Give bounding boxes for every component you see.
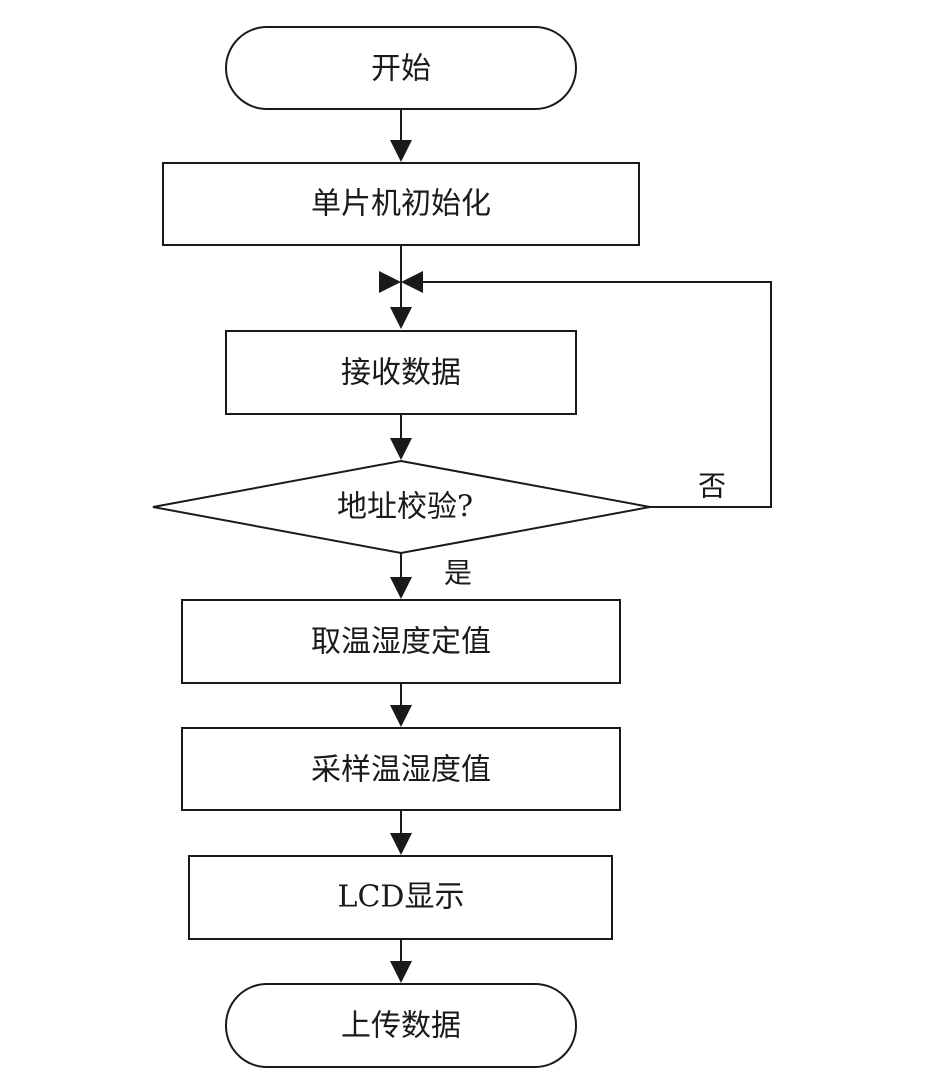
connector-sample-display bbox=[390, 810, 412, 855]
check-label: 地址校验? bbox=[337, 490, 473, 525]
init-node: 单片机初始化 bbox=[162, 162, 640, 246]
init-label: 单片机初始化 bbox=[311, 187, 491, 222]
setpoint-label: 取温湿度定值 bbox=[311, 625, 491, 660]
start-label: 开始 bbox=[371, 52, 431, 87]
setpoint-process-shape bbox=[181, 599, 621, 684]
arrowhead bbox=[390, 705, 412, 727]
merge-arrowhead-left bbox=[379, 271, 401, 293]
check-node: 地址校验? bbox=[152, 459, 651, 555]
connector-init-receive bbox=[379, 245, 423, 329]
merge-arrowhead-right bbox=[401, 271, 423, 293]
receive-node: 接收数据 bbox=[225, 330, 577, 415]
loop-line bbox=[423, 281, 772, 508]
connector-check-setpoint: 是 bbox=[390, 553, 472, 599]
yes-label: 是 bbox=[444, 557, 472, 590]
connector-no-loop: 否 bbox=[423, 281, 772, 508]
no-label: 否 bbox=[698, 470, 726, 503]
upload-label: 上传数据 bbox=[341, 1009, 461, 1044]
start-node: 开始 bbox=[225, 26, 577, 110]
receive-label: 接收数据 bbox=[341, 356, 461, 391]
arrowhead bbox=[390, 307, 412, 329]
init-process-shape bbox=[162, 162, 640, 246]
display-label: LCD显示 bbox=[338, 880, 465, 915]
sample-process-shape bbox=[181, 727, 621, 811]
connector-start-init bbox=[390, 109, 412, 162]
display-node: LCD显示 bbox=[188, 855, 613, 940]
arrowhead bbox=[390, 577, 412, 599]
upload-terminator-shape bbox=[225, 983, 577, 1068]
arrowhead bbox=[390, 961, 412, 983]
arrowhead bbox=[390, 438, 412, 460]
arrowhead bbox=[390, 140, 412, 162]
sample-label: 采样温湿度值 bbox=[311, 753, 491, 788]
upload-node: 上传数据 bbox=[225, 983, 577, 1068]
connector-display-upload bbox=[390, 939, 412, 983]
arrowhead bbox=[390, 833, 412, 855]
connector-receive-check bbox=[390, 414, 412, 460]
setpoint-node: 取温湿度定值 bbox=[181, 599, 621, 684]
sample-node: 采样温湿度值 bbox=[181, 727, 621, 811]
connector-setpoint-sample bbox=[390, 683, 412, 727]
